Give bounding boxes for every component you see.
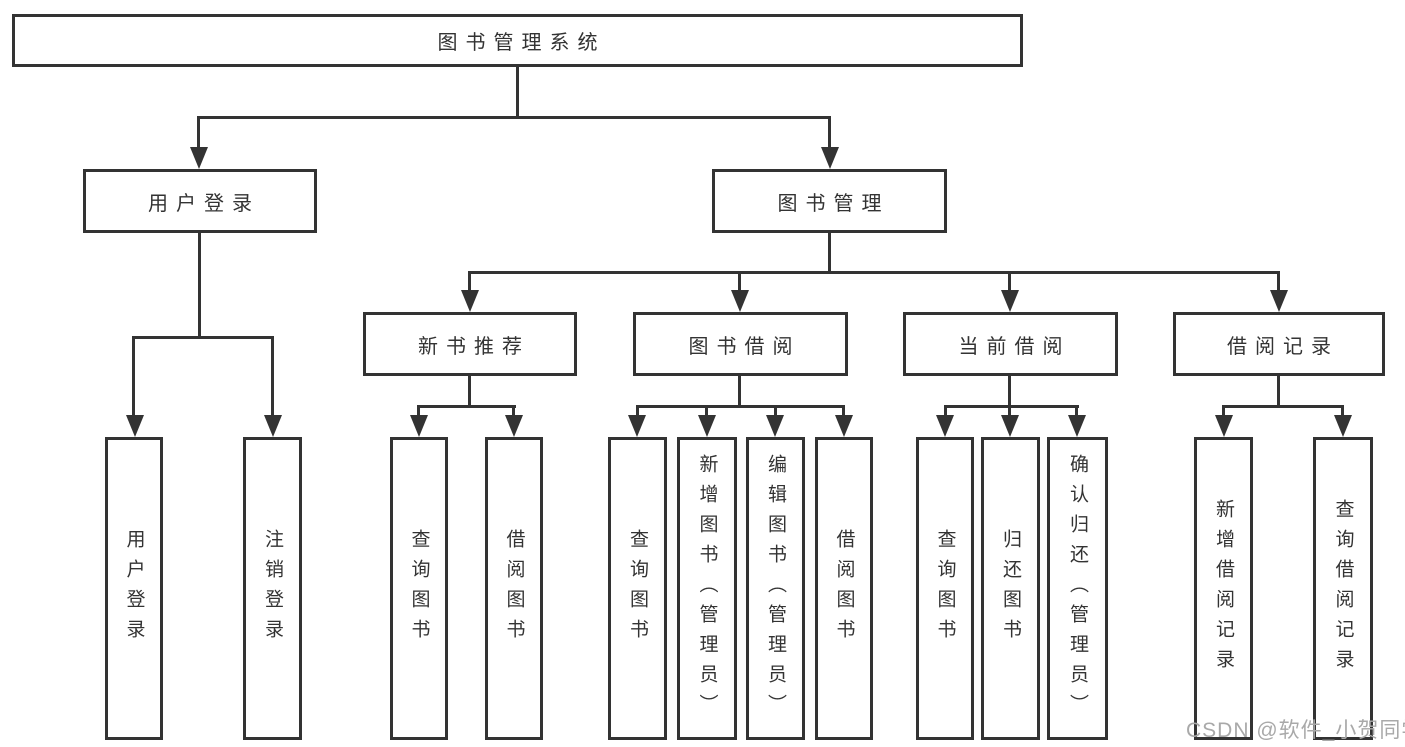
- connector-line: [636, 405, 639, 417]
- connector-line: [1277, 376, 1280, 408]
- connector-line: [1277, 271, 1280, 293]
- connector-line: [417, 405, 516, 408]
- arrow-down-icon: [628, 415, 646, 437]
- connector-line: [842, 405, 845, 417]
- leaf-add-books-admin: 新增图书（管理员）: [677, 437, 737, 740]
- connector-line: [417, 405, 420, 417]
- connector-line: [1008, 405, 1011, 417]
- connector-line: [636, 405, 845, 408]
- connector-line: [197, 116, 200, 150]
- arrow-down-icon: [731, 290, 749, 312]
- connector-line: [1222, 405, 1225, 417]
- arrow-down-icon: [1068, 415, 1086, 437]
- connector-line: [198, 233, 201, 337]
- connector-line: [944, 405, 1079, 408]
- leaf-return-books: 归还图书: [981, 437, 1040, 740]
- leaf-borrow-books: 借阅图书: [815, 437, 873, 740]
- arrow-down-icon: [1270, 290, 1288, 312]
- leaf-query-books-recommend: 查询图书: [390, 437, 448, 740]
- connector-line: [944, 405, 947, 417]
- arrow-down-icon: [505, 415, 523, 437]
- connector-line: [132, 336, 274, 339]
- arrow-down-icon: [821, 147, 839, 169]
- connector-line: [738, 376, 741, 408]
- arrow-down-icon: [190, 147, 208, 169]
- node-current-borrow: 当前借阅: [903, 312, 1118, 376]
- arrow-down-icon: [1215, 415, 1233, 437]
- connector-line: [1341, 405, 1344, 417]
- arrow-down-icon: [461, 290, 479, 312]
- arrow-down-icon: [936, 415, 954, 437]
- connector-line: [738, 271, 741, 293]
- arrow-down-icon: [698, 415, 716, 437]
- arrow-down-icon: [410, 415, 428, 437]
- node-root: 图书管理系统: [12, 14, 1023, 67]
- connector-line: [1008, 271, 1011, 293]
- leaf-logout-login: 注销登录: [243, 437, 302, 740]
- arrow-down-icon: [1334, 415, 1352, 437]
- connector-line: [132, 336, 135, 416]
- arrow-down-icon: [1001, 415, 1019, 437]
- arrow-down-icon: [1001, 290, 1019, 312]
- leaf-user-login: 用户登录: [105, 437, 163, 740]
- leaf-confirm-return-admin: 确认归还（管理员）: [1047, 437, 1108, 740]
- arrow-down-icon: [126, 415, 144, 437]
- connector-line: [828, 233, 831, 271]
- connector-line: [1222, 405, 1344, 408]
- leaf-borrow-books-recommend: 借阅图书: [485, 437, 543, 740]
- connector-line: [468, 376, 471, 408]
- connector-line: [705, 405, 708, 417]
- leaf-query-books-borrow: 查询图书: [608, 437, 667, 740]
- leaf-add-borrow-record: 新增借阅记录: [1194, 437, 1253, 740]
- node-book-management: 图书管理: [712, 169, 947, 233]
- connector-line: [1075, 405, 1078, 417]
- connector-line: [468, 271, 1280, 274]
- connector-line: [271, 336, 274, 416]
- connector-line: [516, 67, 519, 117]
- connector-line: [468, 271, 471, 293]
- node-user-login: 用户登录: [83, 169, 317, 233]
- leaf-query-borrow-record: 查询借阅记录: [1313, 437, 1373, 740]
- connector-line: [828, 116, 831, 150]
- node-book-borrow: 图书借阅: [633, 312, 848, 376]
- arrow-down-icon: [264, 415, 282, 437]
- connector-line: [1008, 376, 1011, 408]
- arrow-down-icon: [766, 415, 784, 437]
- watermark: CSDN @软件_小贺同学: [1186, 719, 1405, 742]
- node-new-book-recommend: 新书推荐: [363, 312, 577, 376]
- leaf-edit-books-admin: 编辑图书（管理员）: [746, 437, 805, 740]
- connector-line: [512, 405, 515, 417]
- leaf-query-books-current: 查询图书: [916, 437, 974, 740]
- connector-line: [197, 116, 831, 119]
- node-borrow-records: 借阅记录: [1173, 312, 1385, 376]
- connector-line: [774, 405, 777, 417]
- arrow-down-icon: [835, 415, 853, 437]
